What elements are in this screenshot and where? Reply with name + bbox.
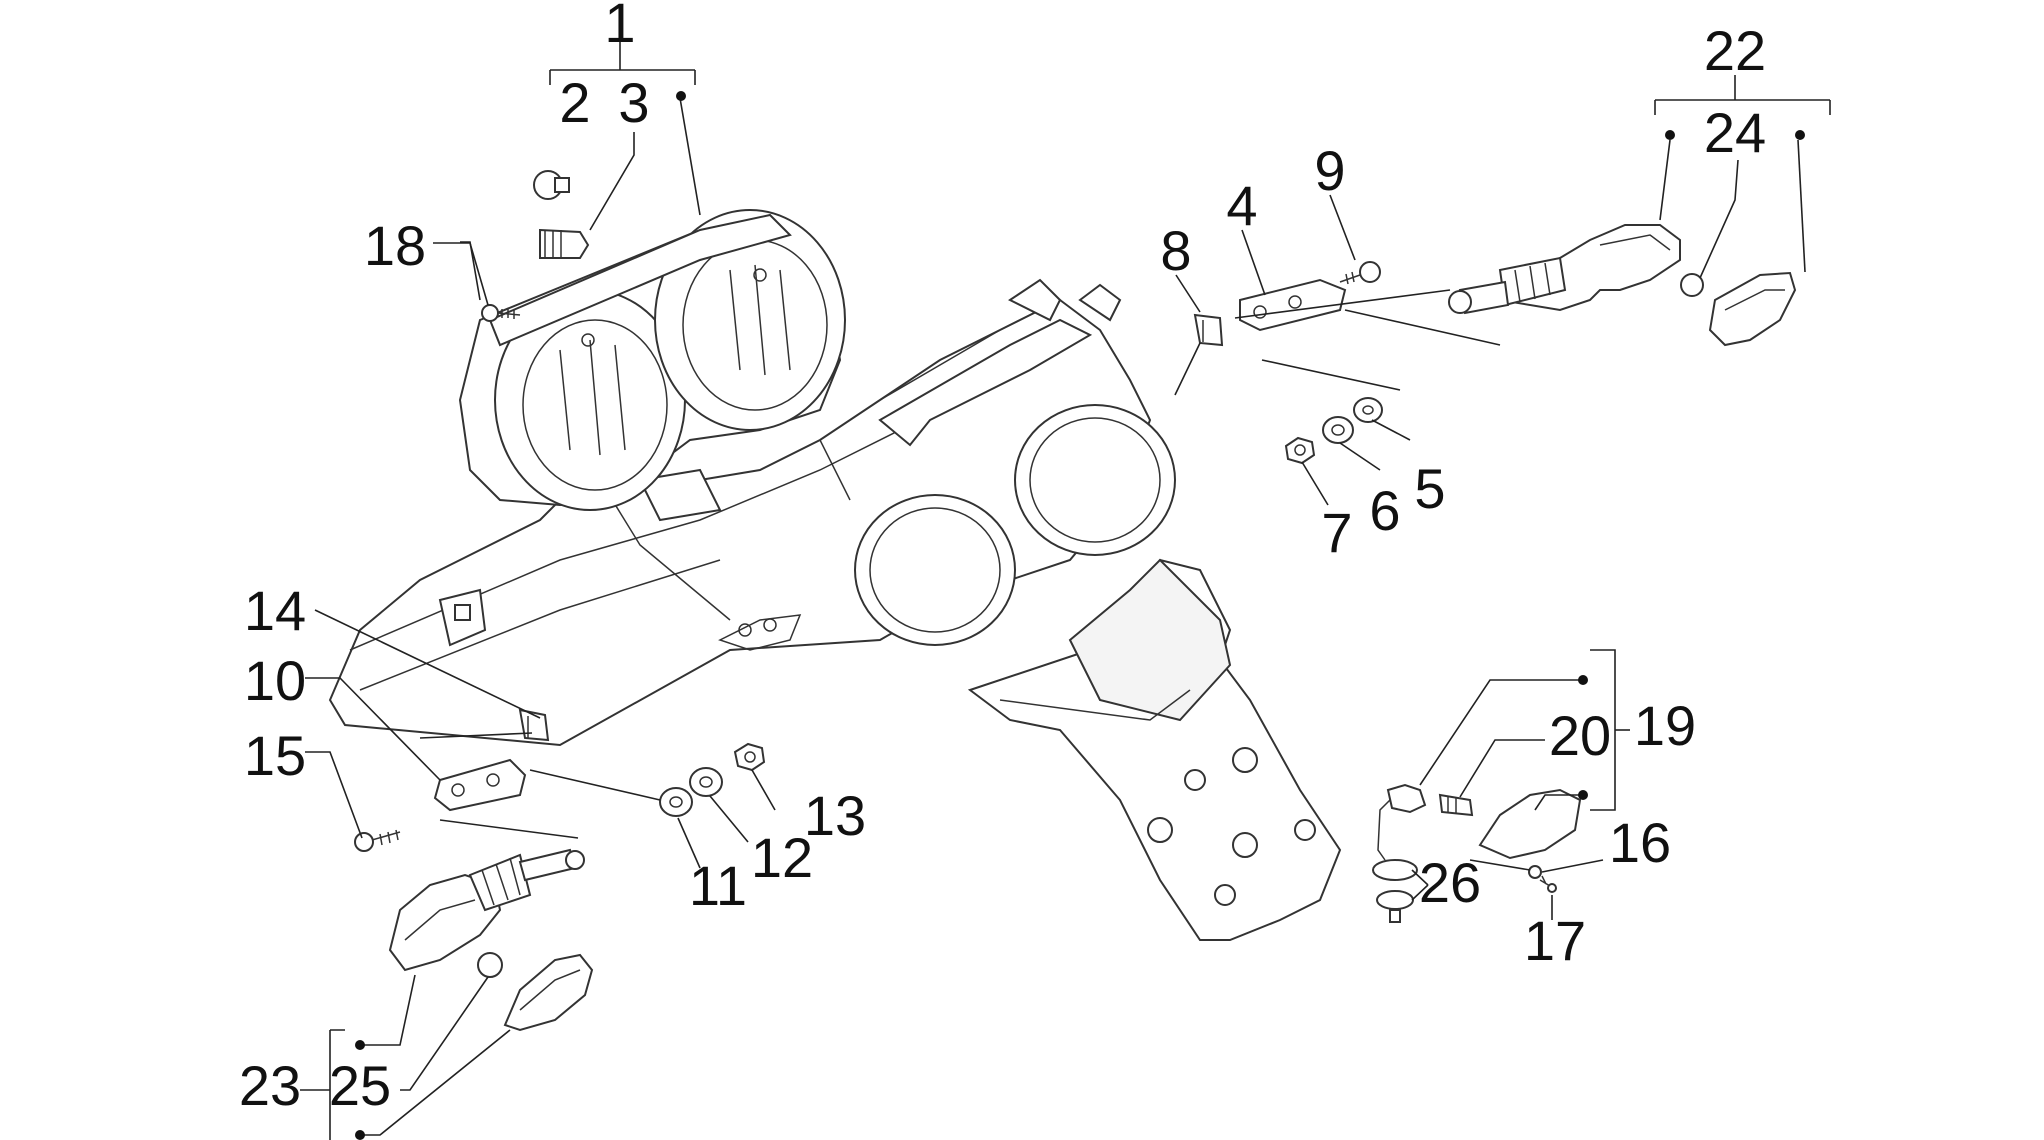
callout-26: 26	[1419, 851, 1481, 914]
callout-13: 13	[804, 784, 866, 847]
callout-12: 12	[751, 826, 813, 889]
nut-7	[1284, 436, 1316, 465]
washer-6	[1322, 416, 1354, 444]
clip-nut-8	[1193, 313, 1224, 347]
callout-10: 10	[244, 649, 306, 712]
callout-15: 15	[244, 724, 306, 787]
mount-plate-4	[1239, 278, 1347, 332]
screw-9	[1339, 261, 1381, 285]
left-signal-lens	[503, 953, 594, 1032]
callout-8: 8	[1160, 219, 1191, 282]
callout-24: 24	[1704, 101, 1766, 164]
right-signal-lens	[1708, 271, 1797, 347]
callout-17: 17	[1524, 909, 1586, 972]
license-light-wire	[1372, 783, 1427, 923]
washer-11	[659, 787, 693, 817]
callout-7: 7	[1321, 501, 1352, 564]
right-signal-bulb-24	[1680, 273, 1704, 297]
tail-lamp-assembly	[458, 209, 846, 511]
callout-1: 1	[604, 0, 635, 54]
nut-13	[733, 742, 766, 772]
callout-25: 25	[329, 1054, 391, 1117]
rear-frame	[328, 278, 1176, 747]
assembly-dots	[355, 91, 1805, 1140]
callouts: 1 2 3 18 22 24 9 4 8 5 6 7 14 10 15 13 1…	[239, 0, 1766, 1117]
callout-6: 6	[1369, 479, 1400, 542]
screw-15	[354, 829, 401, 852]
callout-18: 18	[364, 214, 426, 277]
callout-2: 2	[559, 71, 590, 134]
license-light-housing	[1478, 788, 1582, 860]
license-plate-bracket	[967, 558, 1342, 941]
callout-4: 4	[1226, 174, 1257, 237]
license-light-bulb-20	[1438, 793, 1474, 817]
washer-12	[689, 767, 723, 797]
leader-lines	[300, 42, 1831, 1140]
left-turn-signal	[388, 848, 585, 972]
screw-18	[481, 304, 521, 322]
mount-plate-10	[433, 758, 527, 812]
callout-14: 14	[244, 579, 306, 642]
bulb-socket-3	[539, 228, 590, 259]
bulb-2	[533, 170, 570, 200]
callout-11: 11	[689, 854, 747, 917]
callout-3: 3	[618, 71, 649, 134]
washer-5	[1353, 397, 1383, 423]
callout-16: 16	[1609, 811, 1671, 874]
callout-9: 9	[1314, 139, 1345, 202]
screw-17	[1539, 875, 1557, 893]
screw-16	[1528, 865, 1542, 879]
callout-5: 5	[1414, 457, 1445, 520]
callout-20: 20	[1549, 704, 1611, 767]
callout-22: 22	[1704, 19, 1766, 82]
right-turn-signal	[1448, 224, 1681, 315]
callout-19: 19	[1634, 694, 1696, 757]
left-signal-bulb-25	[477, 952, 503, 978]
callout-23: 23	[239, 1054, 301, 1117]
